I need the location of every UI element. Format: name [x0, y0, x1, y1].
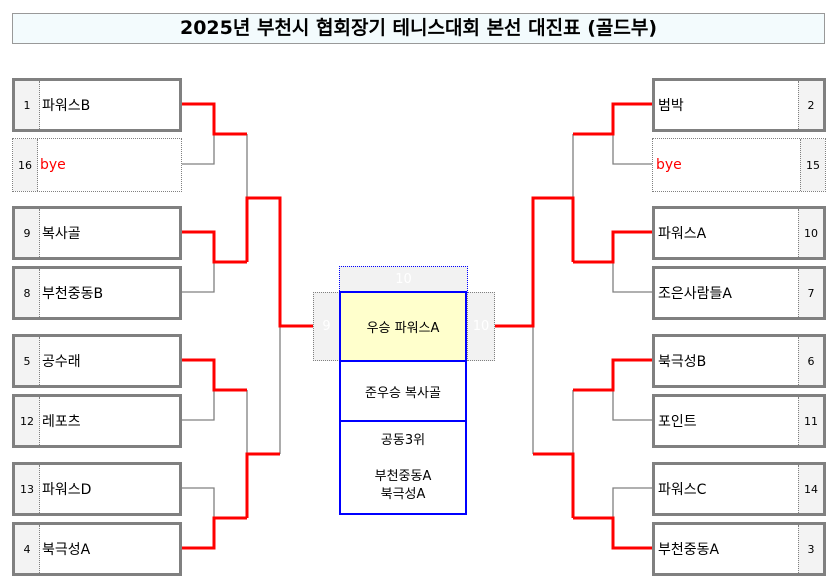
champion-label: 우승 파워스A [366, 321, 440, 336]
seed-number: 12 [15, 397, 40, 445]
seed-number: 15 [800, 139, 825, 191]
seed-number: 6 [798, 337, 823, 385]
team-name: 파워스D [42, 482, 92, 498]
team-slot[interactable]: 7 조은사람들A [652, 266, 826, 320]
page-title: 2025년 부천시 협회장기 테니스대회 본선 대진표 (골드부) [12, 13, 825, 44]
team-name: 포인트 [658, 414, 697, 430]
team-name: 레포츠 [42, 414, 81, 430]
seed-number: 9 [15, 209, 40, 257]
seed-number: 4 [15, 525, 40, 573]
team-name: 파워스B [42, 98, 91, 114]
team-name: 복사골 [42, 226, 81, 242]
team-slot[interactable]: 14 파워스C [652, 462, 826, 516]
team-name: 북극성B [658, 354, 707, 370]
third-place-team: 북극성A [380, 486, 426, 502]
seed-number: 7 [798, 269, 823, 317]
team-slot[interactable]: 3 부천중동A [652, 522, 826, 576]
team-name: 범박 [658, 98, 684, 114]
champion: 우승 파워스A [341, 293, 465, 362]
team-slot[interactable]: 15 bye [652, 138, 826, 192]
seed-number: 2 [798, 81, 823, 129]
team-slot[interactable]: 11 포인트 [652, 394, 826, 448]
runner-up: 준우승 복사골 [341, 362, 465, 422]
seed-number: 14 [798, 465, 823, 513]
team-name: 부천중동B [42, 286, 104, 302]
semifinal-right-seed: 10 [467, 292, 495, 361]
team-name: 조은사람들A [658, 286, 732, 302]
runner-up-label: 준우승 복사골 [365, 385, 441, 401]
third-place-team: 부천중동A [374, 468, 432, 484]
third-place: 공동3위 부천중동A 북극성A [341, 422, 465, 513]
semifinal-left-seed: 9 [313, 292, 340, 361]
seed-number: 1 [15, 81, 40, 129]
team-name: 파워스C [658, 482, 707, 498]
third-place-label: 공동3위 [380, 432, 426, 448]
team-slot[interactable]: 6 북극성B [652, 334, 826, 388]
seed-number: 16 [13, 139, 38, 191]
seed-number: 8 [15, 269, 40, 317]
team-name: 공수래 [42, 354, 81, 370]
team-name: 파워스A [658, 226, 707, 242]
final-winner-seed: 10 [339, 266, 468, 293]
team-name: 북극성A [42, 542, 91, 558]
team-name: 부천중동A [658, 542, 720, 558]
seed-number: 11 [798, 397, 823, 445]
team-slot[interactable]: 2 범박 [652, 78, 826, 132]
seed-number: 10 [798, 209, 823, 257]
seed-number: 5 [15, 337, 40, 385]
seed-number: 13 [15, 465, 40, 513]
team-slot[interactable]: 10 파워스A [652, 206, 826, 260]
result-panel: 우승 파워스A 준우승 복사골 공동3위 부천중동A 북극성A [339, 291, 467, 515]
team-name: bye [40, 157, 66, 173]
seed-number: 3 [798, 525, 823, 573]
team-name: bye [656, 157, 682, 173]
